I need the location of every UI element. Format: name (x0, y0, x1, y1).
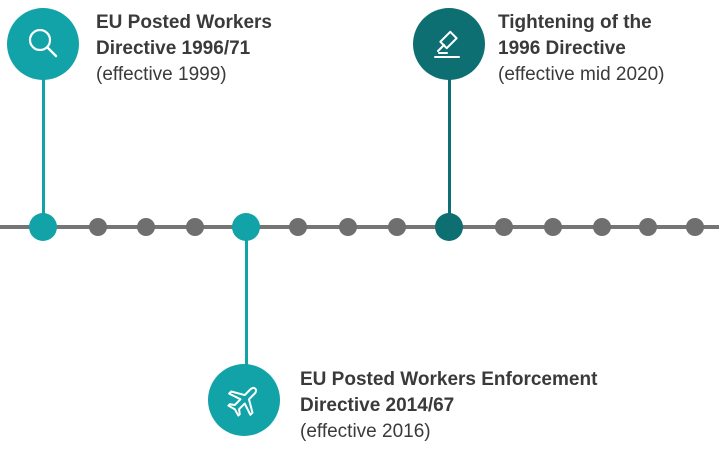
timeline-dot (289, 218, 307, 236)
event-2-label: Tightening of the 1996 Directive (effect… (498, 10, 719, 88)
event-2-title-line1: Tightening of the (498, 12, 652, 33)
timeline-dot (686, 218, 704, 236)
timeline-dot (495, 218, 513, 236)
event-1-subtitle: (effective 1999) (96, 64, 227, 85)
milestone-dot-event-1 (29, 213, 57, 241)
event-1-title-line2: Directive 1996/71 (96, 38, 251, 59)
connector-event-2 (448, 70, 451, 228)
timeline-dot (388, 218, 406, 236)
event-2-title-line2: 1996 Directive (498, 38, 626, 59)
event-3-icon-circle (208, 364, 280, 436)
event-1-title-line1: EU Posted Workers (96, 12, 272, 33)
event-3-title-line2: Directive 2014/67 (300, 395, 455, 416)
milestone-dot-event-3 (232, 213, 260, 241)
timeline-dot (593, 218, 611, 236)
timeline-dot (186, 218, 204, 236)
connector-event-3 (245, 228, 248, 388)
timeline-dot (89, 218, 107, 236)
event-2-icon-circle (413, 8, 485, 80)
event-3-label: EU Posted Workers Enforcement Directive … (300, 367, 719, 445)
timeline-dot (544, 218, 562, 236)
timeline-dot (639, 218, 657, 236)
magnifier-icon (28, 28, 58, 58)
milestone-dot-event-2 (435, 213, 463, 241)
connector-event-1 (42, 70, 45, 228)
event-3-subtitle: (effective 2016) (300, 421, 431, 442)
airplane-icon (227, 386, 258, 417)
event-1-label: EU Posted Workers Directive 1996/71 (eff… (96, 10, 356, 88)
gavel-icon (434, 30, 460, 58)
timeline-dot (339, 218, 357, 236)
timeline-dot (137, 218, 155, 236)
event-3-title-line1: EU Posted Workers Enforcement (300, 369, 598, 390)
event-2-subtitle: (effective mid 2020) (498, 64, 665, 85)
timeline-axis (0, 225, 719, 229)
event-1-icon-circle (7, 8, 79, 80)
